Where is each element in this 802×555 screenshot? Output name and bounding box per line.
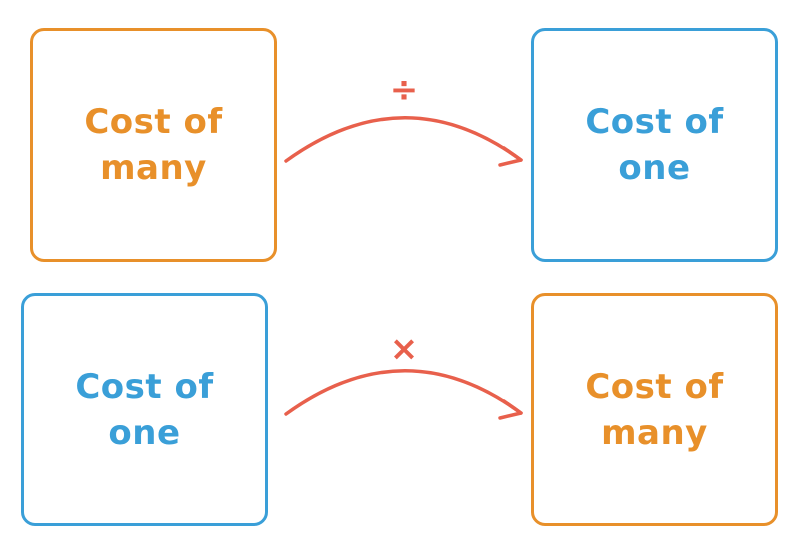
divide-arrow-curve bbox=[284, 116, 523, 163]
box-label-line2: many bbox=[601, 412, 708, 453]
cost-of-one-box-bottom-left: Cost of one bbox=[21, 293, 268, 526]
box-label-line2: one bbox=[618, 148, 691, 188]
box-label-line1: Cost of bbox=[75, 366, 214, 407]
cost-of-many-box-bottom-right: Cost of many bbox=[531, 293, 778, 526]
box-label-line2: one bbox=[108, 412, 181, 453]
multiply-arrow-curve bbox=[284, 369, 523, 416]
divide-arrowhead-icon bbox=[498, 146, 523, 167]
box-label-line1: Cost of bbox=[585, 102, 724, 142]
box-label-line1: Cost of bbox=[84, 102, 223, 142]
box-label-line1: Cost of bbox=[585, 366, 724, 407]
divide-icon: ÷ bbox=[389, 70, 419, 110]
multiply-arrow bbox=[284, 369, 523, 420]
box-label-line2: many bbox=[100, 148, 207, 188]
multiply-arrowhead-icon bbox=[498, 399, 523, 420]
divide-arrow bbox=[284, 116, 523, 167]
box-label: Cost of many bbox=[84, 99, 222, 191]
cost-of-many-box-top-left: Cost of many bbox=[30, 28, 277, 262]
box-label: Cost of one bbox=[75, 364, 213, 456]
multiply-icon: × bbox=[389, 329, 419, 369]
box-label: Cost of many bbox=[585, 364, 723, 456]
cost-of-one-box-top-right: Cost of one bbox=[531, 28, 778, 262]
box-label: Cost of one bbox=[585, 99, 723, 191]
